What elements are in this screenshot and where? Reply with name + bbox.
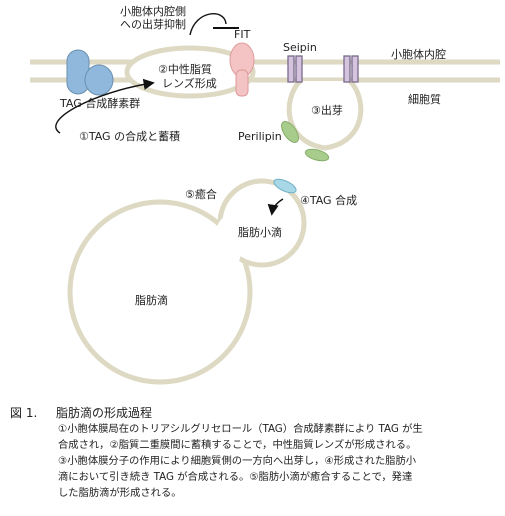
seipin-protein-icon (287, 55, 359, 83)
inhibition-arrow (189, 13, 227, 36)
inhibition-label-line1: 小胞体内腔側 (120, 4, 186, 18)
inhibition-label-line2: への出芽抑制 (120, 17, 186, 31)
tag-enzyme-icon (66, 49, 114, 96)
lens-label-line1: ②中性脂質 (158, 62, 212, 76)
step4-label: ④TAG 合成 (300, 193, 357, 207)
fused-droplets (67, 178, 307, 385)
seipin-label: Seipin (283, 41, 317, 54)
small-droplet-label: 脂肪小滴 (238, 225, 282, 239)
budding-label: ③出芽 (311, 103, 343, 117)
fit-label: FIT (234, 28, 251, 41)
caption-line: ③小胞体膜分子の作用により細胞質側の一方向へ出芽し，④形成された脂肪小 (58, 455, 417, 467)
fit-protein-icon (229, 42, 255, 97)
caption-line: ①小胞体膜局在のトリアシルグリセロール（TAG）合成酵素群により TAG が生 (58, 423, 423, 435)
step1-label: ①TAG の合成と蓄積 (79, 129, 180, 143)
cytoplasm-label: 細胞質 (408, 92, 441, 106)
caption-line: 滴において引き続き TAG が合成される。⑤脂肪小滴が癒合することで，発達 (58, 471, 413, 483)
large-droplet-label: 脂肪滴 (135, 293, 168, 307)
step1-arrow (55, 78, 155, 134)
neutral-lipid-lens (124, 45, 256, 99)
fusion-label: ⑤癒合 (185, 187, 217, 201)
figure-caption: 図 1. 脂肪滴の形成過程 ①小胞体膜局在のトリアシルグリセロール（TAG）合成酵… (10, 405, 500, 501)
lens-label-line2: レンズ形成 (162, 76, 217, 90)
budding-droplet (286, 79, 364, 151)
er-lumen-label: 小胞体内腔 (391, 47, 446, 61)
caption-body: ①小胞体膜局在のトリアシルグリセロール（TAG）合成酵素群により TAG が生 … (58, 421, 500, 501)
caption-line: 合成され，②脂質二重膜間に蓄積することで，中性脂質レンズが形成される。 (58, 439, 417, 451)
tag-synthesis-enzyme-icon (273, 178, 297, 194)
tag-synthesis-arrow (267, 198, 284, 216)
caption-line: した脂肪滴が形成される。 (58, 487, 182, 499)
figure-number: 図 1. (10, 406, 38, 420)
perilipin-label: Perilipin (238, 130, 282, 143)
lipid-droplet-diagram: 小胞体内腔側 への出芽抑制 FIT Seipin 小胞体内腔 細胞質 ②中性脂質… (30, 4, 500, 385)
caption-title-row: 図 1. 脂肪滴の形成過程 (10, 405, 500, 421)
figure-title: 脂肪滴の形成過程 (56, 406, 153, 420)
perilipin-icon (281, 121, 330, 162)
tag-enzymes-label: TAG 合成酵素群 (59, 96, 140, 110)
